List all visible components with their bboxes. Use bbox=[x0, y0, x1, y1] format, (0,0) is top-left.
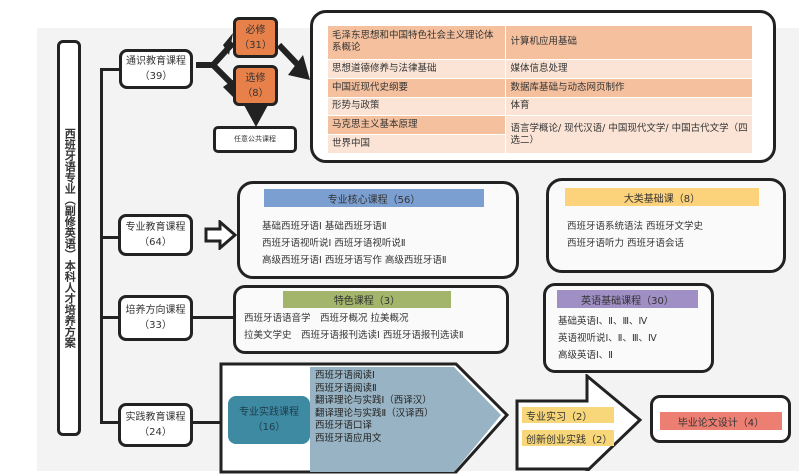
elective-node[interactable]: 选修 （8） bbox=[233, 65, 278, 106]
core-course-box: 专业核心课程（56） 基础西班牙语Ⅰ 基础西班牙语Ⅱ 西班牙语视听说Ⅰ 西班牙语… bbox=[237, 181, 519, 279]
practice-education-node[interactable]: 实践教育课程 （24） bbox=[118, 403, 193, 447]
branch-line bbox=[100, 316, 118, 319]
optional-public-course-node[interactable]: 任意公共课程 bbox=[213, 126, 297, 153]
course-line: 高级英语Ⅰ、Ⅱ bbox=[558, 350, 613, 361]
internship-item: 专业实习（2） bbox=[522, 407, 614, 423]
node-label: 实践教育课程 bbox=[125, 412, 186, 423]
course-line: 西班牙语听力 西班牙语会话 bbox=[567, 238, 685, 249]
course-line: 拉美文学史 西班牙语报刊选读Ⅰ 西班牙语报刊选读Ⅱ bbox=[244, 330, 464, 341]
node-credits: （31） bbox=[239, 39, 272, 51]
course-line: 基础英语Ⅰ、Ⅱ、Ⅲ、Ⅳ bbox=[558, 316, 648, 327]
node-credits: （16） bbox=[252, 422, 286, 433]
branch-line bbox=[100, 236, 118, 239]
general-course-table: 毛泽东思想和中国特色社会主义理论体系概论计算机应用基础 思想道德修养与法律基础媒… bbox=[326, 25, 753, 154]
node-label: 选修 bbox=[245, 72, 266, 84]
category-course-box: 大类基础课（8） 西班牙语系统语法 西班牙文学史 西班牙语听力 西班牙语会话 bbox=[546, 178, 786, 273]
practice-arrow-shape bbox=[219, 362, 510, 474]
course-line: 基础西班牙语Ⅰ 基础西班牙语Ⅱ bbox=[262, 221, 387, 232]
course-line: 西班牙语系统语法 西班牙文学史 bbox=[567, 221, 704, 232]
branch-line bbox=[100, 68, 120, 71]
node-label: 专业实践课程 bbox=[239, 407, 299, 418]
core-course-header: 专业核心课程（56） bbox=[264, 189, 484, 207]
table-cell: 毛泽东思想和中国特色社会主义理论体系概论 bbox=[326, 25, 507, 60]
branch-line bbox=[100, 421, 118, 424]
general-course-table-box: 毛泽东思想和中国特色社会主义理论体系概论计算机应用基础 思想道德修养与法律基础媒… bbox=[310, 10, 776, 163]
table-cell: 形势与政策 bbox=[326, 96, 507, 117]
node-label: 必修 bbox=[245, 24, 266, 36]
featured-course-box: 特色课程（3） 西班牙语语音学 西班牙概况 拉美概况 拉美文学史 西班牙语报刊选… bbox=[233, 285, 509, 354]
trunk-line bbox=[100, 68, 103, 423]
node-label: 通识教育课程 bbox=[126, 56, 186, 67]
table-cell: 中国近现代史纲要 bbox=[326, 77, 507, 98]
thesis-box: 毕业论文设计（4） bbox=[650, 395, 791, 443]
thesis-item: 毕业论文设计（4） bbox=[660, 412, 782, 430]
professional-education-node[interactable]: 专业教育课程 （64） bbox=[118, 214, 193, 256]
english-course-header: 英语基础课程（30） bbox=[557, 290, 698, 308]
down-arrow bbox=[244, 105, 268, 127]
course-line: 西班牙语应用文 bbox=[315, 432, 382, 444]
node-credits: （8） bbox=[242, 87, 269, 99]
connector-line bbox=[193, 421, 221, 424]
course-line: 西班牙语阅读Ⅰ bbox=[315, 370, 375, 381]
table-cell: 体育 bbox=[505, 96, 753, 117]
required-node[interactable]: 必修 （31） bbox=[233, 17, 278, 58]
node-credits: （64） bbox=[139, 237, 172, 248]
plan-title: 西班牙语专业（副修英语）本科人才培养方案 bbox=[57, 40, 81, 436]
node-label: 培养方向课程 bbox=[125, 305, 186, 316]
connector-line bbox=[193, 316, 233, 319]
table-cell: 数据库基础与动态网页制作 bbox=[505, 77, 753, 98]
english-course-box: 英语基础课程（30） 基础英语Ⅰ、Ⅱ、Ⅲ、Ⅳ 英语视听说Ⅰ、Ⅱ、Ⅲ、Ⅳ 高级英语… bbox=[543, 283, 714, 373]
course-line: 西班牙语口译 bbox=[315, 420, 373, 431]
course-line: 英语视听说Ⅰ、Ⅱ、Ⅲ、Ⅳ bbox=[558, 333, 657, 344]
course-line: 高级西班牙语Ⅰ 西班牙语写作 高级西班牙语Ⅱ bbox=[262, 255, 447, 266]
node-credits: （24） bbox=[139, 427, 172, 438]
node-credits: （39） bbox=[139, 71, 173, 82]
course-line: 西班牙语阅读Ⅱ bbox=[315, 382, 377, 394]
table-cell: 世界中国 bbox=[326, 134, 507, 154]
table-cell: 马克思主义基本原理 bbox=[326, 115, 507, 136]
node-credits: （33） bbox=[139, 320, 172, 331]
professional-practice-node[interactable]: 专业实践课程 （16） bbox=[228, 396, 310, 444]
featured-course-header: 特色课程（3） bbox=[283, 291, 451, 308]
table-cell: 计算机应用基础 bbox=[505, 25, 753, 60]
course-line: 翻译理论与实践Ⅱ（汉译西） bbox=[315, 407, 434, 419]
course-line: 翻译理论与实践Ⅰ（西译汉） bbox=[315, 395, 432, 406]
direction-course-node[interactable]: 培养方向课程 （33） bbox=[118, 295, 193, 341]
category-course-header: 大类基础课（8） bbox=[565, 188, 759, 206]
hollow-arrow-icon bbox=[204, 220, 238, 250]
table-cell: 语言学概论/ 现代汉语/ 中国现代文学/ 中国古代文学（四选二） bbox=[505, 115, 753, 154]
general-education-node[interactable]: 通识教育课程 （39） bbox=[119, 49, 193, 89]
table-cell: 媒体信息处理 bbox=[505, 58, 753, 79]
course-line: 西班牙语视听说Ⅰ 西班牙语视听说Ⅱ bbox=[262, 238, 406, 249]
innovation-item: 创新创业实践（2） bbox=[522, 430, 614, 446]
course-line: 西班牙语语音学 西班牙概况 拉美概况 bbox=[244, 313, 409, 324]
table-cell: 思想道德修养与法律基础 bbox=[326, 58, 507, 79]
node-label: 专业教育课程 bbox=[125, 222, 186, 233]
